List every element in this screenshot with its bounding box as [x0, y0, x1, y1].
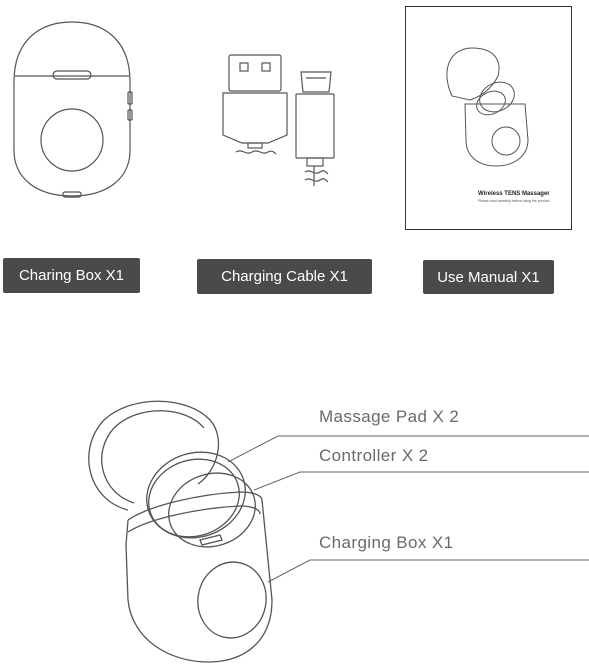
label-charging-box: Charing Box X1 [3, 258, 140, 293]
callout-controller: Controller X 2 [319, 446, 429, 465]
callout-massage-pad: Massage Pad X 2 [319, 407, 460, 426]
use-manual-frame [405, 6, 572, 230]
callout-charging-box: Charging Box X1 [319, 533, 454, 552]
manual-cover-subtitle: Please read carefully before using the p… [478, 199, 551, 203]
label-charging-cable: Charging Cable X1 [197, 259, 372, 294]
manual-cover-title: Wireless TENS Massager [478, 191, 550, 197]
label-use-manual: Use Manual X1 [423, 260, 554, 294]
